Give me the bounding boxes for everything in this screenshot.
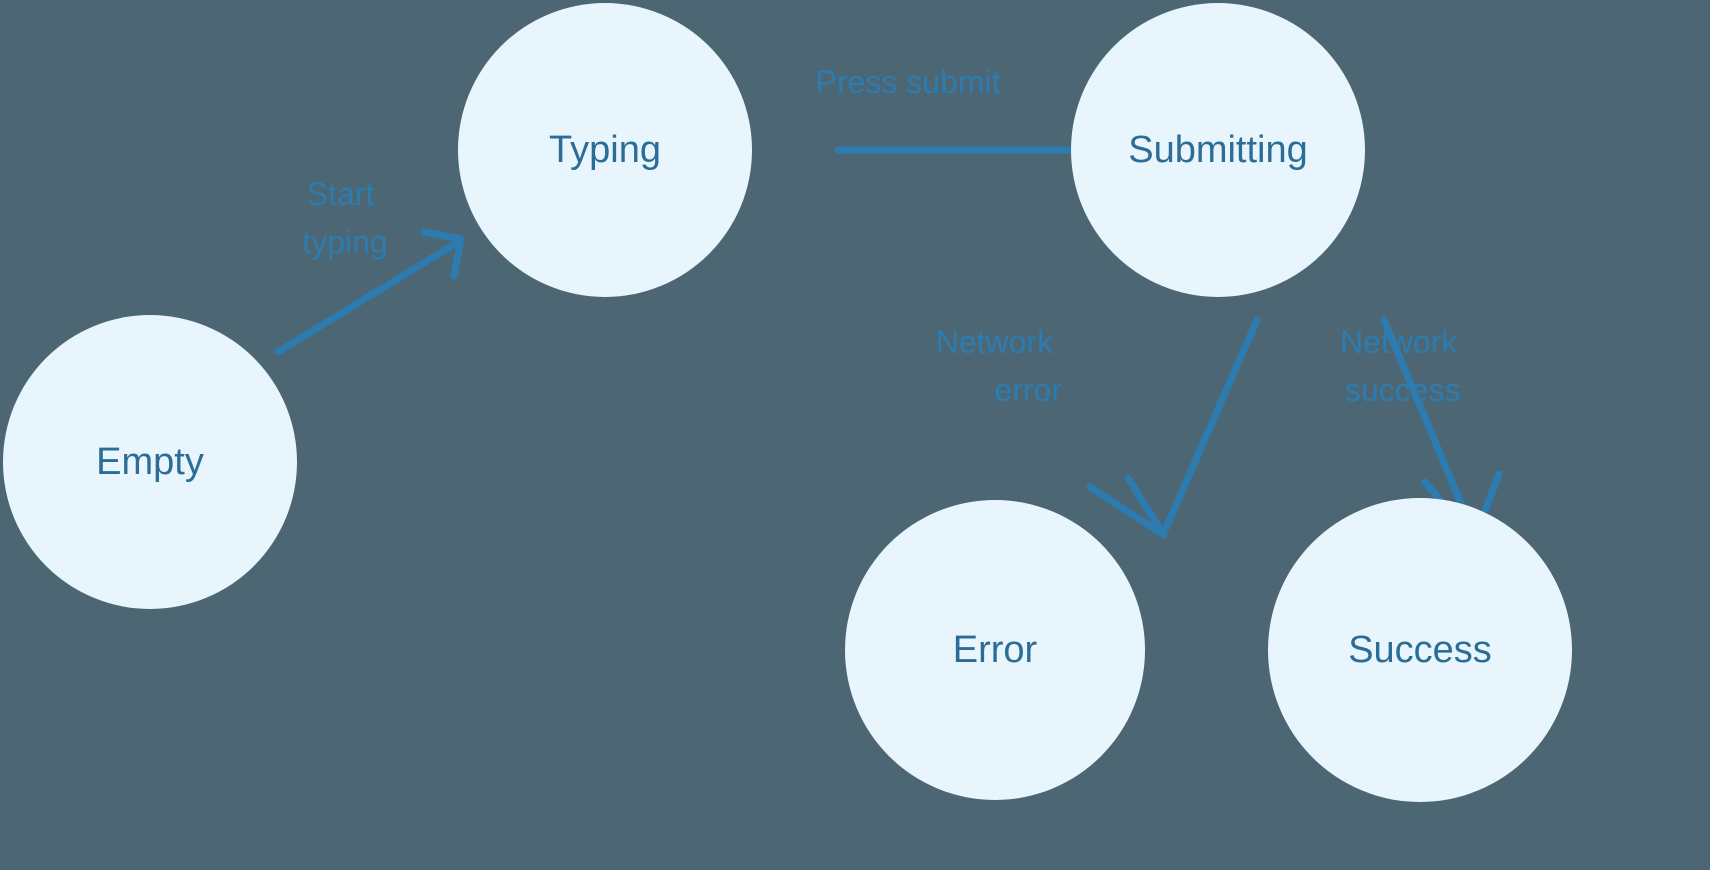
edge-empty-to-typing-arrowhead (420, 228, 465, 280)
edge-label-line: Start (307, 176, 375, 212)
edge-submitting-to-error[interactable]: Network error (936, 316, 1261, 539)
node-error[interactable]: Error (845, 500, 1145, 800)
edge-typing-to-submitting-label: Press submit (816, 64, 1001, 100)
edge-submitting-to-error-line (1162, 316, 1261, 532)
node-success-label: Success (1348, 629, 1492, 671)
node-success[interactable]: Success (1268, 498, 1572, 802)
node-typing-circle (458, 3, 752, 297)
edge-label-line: error (994, 372, 1062, 408)
edge-typing-to-submitting[interactable]: Press submit (816, 64, 1147, 181)
edge-label-line: Network (1340, 324, 1458, 360)
edge-label-line: Press submit (816, 64, 1001, 100)
edge-submitting-to-success-line (1380, 316, 1477, 536)
node-empty-label: Empty (96, 441, 204, 483)
edge-empty-to-typing-line (274, 238, 462, 356)
edge-submitting-to-success-label: Network success (1340, 324, 1466, 408)
node-success-circle (1268, 498, 1572, 802)
node-submitting[interactable]: Submitting (1071, 3, 1365, 297)
node-submitting-label: Submitting (1128, 129, 1308, 171)
edge-submitting-to-error-arrowhead (1086, 474, 1168, 539)
node-typing[interactable]: Typing (458, 3, 752, 297)
node-error-circle (845, 500, 1145, 800)
node-submitting-circle (1071, 3, 1365, 297)
edge-label-line: success (1345, 372, 1461, 408)
edge-submitting-to-error-label: Network error (936, 324, 1063, 408)
node-error-label: Error (953, 629, 1038, 671)
node-empty-circle (3, 315, 297, 609)
edge-empty-to-typing[interactable]: Start typing (274, 176, 465, 356)
edge-empty-to-typing-label: Start typing (302, 176, 387, 260)
edge-label-line: Network (936, 324, 1054, 360)
edge-label-line: typing (302, 224, 387, 260)
node-typing-label: Typing (549, 129, 661, 171)
node-empty[interactable]: Empty (3, 315, 297, 609)
